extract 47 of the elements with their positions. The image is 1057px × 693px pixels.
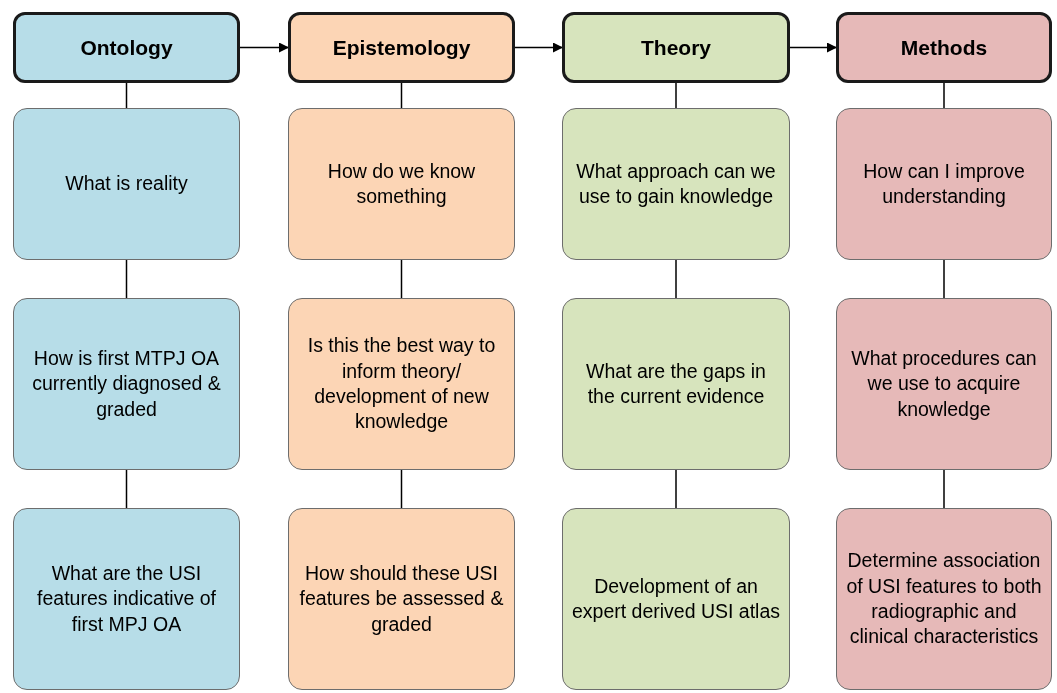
header-text: Ontology bbox=[80, 35, 173, 60]
process-box bbox=[836, 508, 1052, 690]
process-box bbox=[562, 298, 790, 470]
connector-line bbox=[400, 259, 403, 299]
connector-line bbox=[675, 259, 677, 299]
box-text: How is first MTPJ OA currently diagnosed & graded bbox=[31, 346, 222, 422]
process-box bbox=[288, 108, 515, 260]
connector-line bbox=[400, 469, 403, 509]
header-box bbox=[288, 12, 515, 83]
connector-line bbox=[125, 82, 128, 109]
connector-line bbox=[943, 469, 945, 509]
header-text: Epistemology bbox=[332, 35, 471, 60]
process-box bbox=[288, 508, 515, 690]
box-text: Is this the best way to inform theory/ development of new knowledge bbox=[306, 333, 497, 435]
box-text: What are the USI features indicative of first MPJ OA bbox=[36, 561, 217, 637]
box-text: What approach can we use to gain knowledge bbox=[575, 158, 777, 209]
box-text: How do we know something bbox=[326, 158, 477, 209]
connector-line bbox=[400, 82, 403, 109]
connector-line bbox=[125, 259, 128, 299]
process-box bbox=[836, 298, 1052, 470]
process-box bbox=[562, 108, 790, 260]
connector-line bbox=[675, 82, 677, 109]
connector-line bbox=[675, 469, 677, 509]
box-text: How can I improve understanding bbox=[862, 158, 1026, 209]
process-box bbox=[13, 108, 240, 260]
arrow bbox=[239, 42, 289, 53]
header-box bbox=[13, 12, 240, 83]
process-box bbox=[288, 298, 515, 470]
header-box bbox=[562, 12, 790, 83]
connector-line bbox=[125, 469, 128, 509]
arrow bbox=[514, 42, 563, 53]
box-text: What are the gaps in the current evidence bbox=[585, 358, 767, 409]
box-text: How should these USI features be assessed & graded bbox=[298, 561, 505, 637]
box-text: What is reality bbox=[65, 171, 188, 197]
process-box bbox=[13, 508, 240, 690]
header-text: Theory bbox=[641, 35, 711, 60]
process-box bbox=[836, 108, 1052, 260]
process-box bbox=[562, 508, 790, 690]
box-text: Development of an expert derived USI atlas bbox=[571, 573, 781, 624]
header-box bbox=[836, 12, 1052, 83]
connector-line bbox=[943, 82, 945, 109]
box-text: What procedures can we use to acquire knowledge bbox=[850, 346, 1038, 422]
arrow bbox=[789, 42, 837, 53]
box-text: Determine association of USI features to both radiographic and clinical characteristics bbox=[845, 548, 1043, 650]
connector-line bbox=[943, 259, 945, 299]
header-text: Methods bbox=[900, 35, 988, 60]
process-box bbox=[13, 298, 240, 470]
